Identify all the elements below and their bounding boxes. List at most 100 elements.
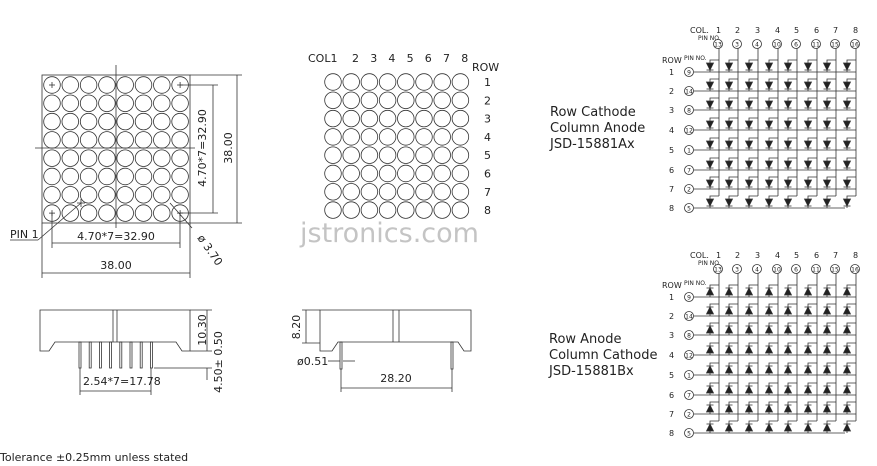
led-dot bbox=[79, 94, 98, 113]
diode-icon bbox=[783, 120, 793, 129]
diode-icon bbox=[803, 198, 813, 207]
row-number: 3 bbox=[669, 331, 674, 340]
diode-icon bbox=[764, 404, 774, 413]
led-dot bbox=[397, 91, 415, 110]
diode-icon bbox=[783, 287, 793, 296]
diode-icon bbox=[764, 365, 774, 374]
col-pin bbox=[791, 264, 801, 274]
diode-icon bbox=[764, 81, 774, 90]
led-dot bbox=[61, 94, 80, 113]
led-dot bbox=[98, 149, 116, 167]
diode-icon bbox=[822, 365, 832, 374]
diode-icon bbox=[764, 120, 774, 129]
diode-icon bbox=[822, 198, 832, 207]
pin1-label: PIN 1 bbox=[10, 228, 39, 241]
diode-icon bbox=[744, 81, 754, 90]
diode-icon bbox=[705, 404, 715, 413]
diode-icon bbox=[822, 306, 832, 315]
row-header: ROW bbox=[662, 56, 682, 65]
diode-icon bbox=[764, 179, 774, 188]
diode-icon bbox=[724, 423, 734, 432]
led-dot bbox=[98, 131, 116, 149]
col-pin bbox=[713, 39, 723, 49]
diode-icon bbox=[724, 385, 734, 394]
led-dot bbox=[415, 109, 433, 128]
diode-icon bbox=[724, 404, 734, 413]
col-number: 6 bbox=[814, 26, 819, 35]
row-pin-number: 5 bbox=[687, 206, 691, 213]
tolerance-note: Tolerance ±0.25mm unless stated bbox=[0, 451, 188, 464]
led-dot bbox=[433, 183, 451, 201]
led-dot bbox=[98, 94, 116, 113]
led-dot bbox=[342, 109, 360, 128]
diode-icon bbox=[783, 404, 793, 413]
variant-b-line2: Column Cathode bbox=[549, 348, 658, 363]
led-dot bbox=[61, 76, 80, 94]
led-dot bbox=[43, 76, 61, 94]
led-dot bbox=[324, 164, 342, 183]
diode-icon bbox=[764, 306, 774, 315]
led-dot bbox=[134, 131, 153, 149]
col-number: 2 bbox=[735, 251, 740, 260]
diode-icon bbox=[842, 365, 852, 374]
col-pin-number: 15 bbox=[831, 42, 839, 49]
watermark: jstronics.com bbox=[299, 218, 479, 249]
row-pin bbox=[684, 165, 694, 175]
row-pin bbox=[684, 428, 694, 438]
led-dot bbox=[415, 164, 433, 183]
pin-span-label: 28.20 bbox=[380, 372, 412, 385]
row-number: 2 bbox=[484, 94, 491, 107]
led-dot bbox=[415, 146, 433, 164]
diode-icon bbox=[822, 100, 832, 109]
col-number: 7 bbox=[833, 26, 838, 35]
row-pin-number: 9 bbox=[687, 295, 691, 302]
led-dot bbox=[433, 128, 451, 146]
led-dot bbox=[360, 164, 379, 183]
row-number: 7 bbox=[669, 410, 674, 419]
row-pin-number: 12 bbox=[685, 353, 693, 360]
diode-icon bbox=[783, 160, 793, 169]
col-number: 5 bbox=[794, 26, 799, 35]
row-pin bbox=[684, 330, 694, 340]
led-dot bbox=[360, 109, 379, 128]
row-number: 6 bbox=[669, 391, 674, 400]
diode-icon bbox=[705, 62, 715, 71]
led-dot bbox=[451, 91, 470, 110]
row-pin-number: 14 bbox=[685, 314, 693, 321]
col-pin-number: 4 bbox=[755, 42, 759, 49]
led-dot bbox=[98, 204, 116, 222]
diode-icon bbox=[724, 287, 734, 296]
col-pin-number: 16 bbox=[851, 267, 859, 274]
diode-icon bbox=[724, 365, 734, 374]
diode-icon bbox=[744, 100, 754, 109]
diode-icon bbox=[783, 423, 793, 432]
diode-icon bbox=[705, 160, 715, 169]
diode-icon bbox=[842, 423, 852, 432]
diode-icon bbox=[705, 179, 715, 188]
diode-icon bbox=[705, 81, 715, 90]
led-dot bbox=[451, 73, 470, 91]
led-dot bbox=[134, 149, 153, 167]
led-dot bbox=[342, 128, 360, 146]
diode-icon bbox=[764, 287, 774, 296]
diameter-leader bbox=[169, 202, 193, 229]
diode-icon bbox=[705, 120, 715, 129]
led-dot bbox=[79, 76, 98, 94]
led-dot bbox=[116, 204, 134, 222]
led-dot bbox=[415, 201, 433, 219]
diode-icon bbox=[842, 287, 852, 296]
diode-icon bbox=[724, 160, 734, 169]
led-dot bbox=[116, 76, 134, 94]
led-dot bbox=[360, 91, 379, 110]
row-pin-number: 12 bbox=[685, 128, 693, 135]
variant-b-line1: Row Anode bbox=[549, 332, 622, 347]
col-pin-number: 11 bbox=[812, 267, 820, 274]
diode-icon bbox=[803, 140, 813, 149]
diode-icon bbox=[842, 100, 852, 109]
led-dot bbox=[324, 73, 342, 91]
led-dot bbox=[415, 91, 433, 110]
diode-icon bbox=[705, 198, 715, 207]
led-dot bbox=[415, 183, 433, 201]
